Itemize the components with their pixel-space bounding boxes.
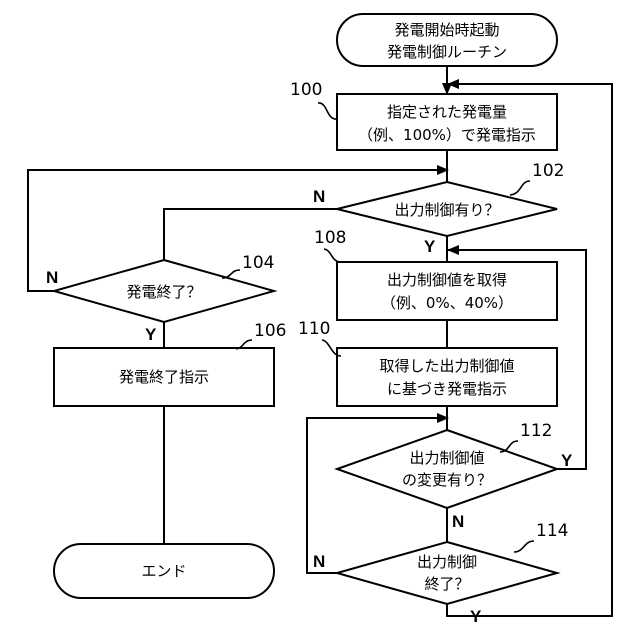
node-114-text-2: 終了？	[424, 575, 469, 593]
ref-104: 104	[242, 253, 274, 273]
node-112-text-2: の変更有り？	[402, 471, 492, 489]
node-110-text-1: 取得した出力制御値	[379, 357, 514, 375]
node-start-text-1: 発電開始時起動	[394, 21, 499, 39]
node-start-text-2: 発電制御ルーチン	[387, 43, 507, 61]
decision-shape	[337, 542, 557, 604]
node-114-text-1: 出力制御	[417, 553, 477, 571]
ref-108-leader	[324, 249, 341, 262]
branch-112-no: N	[452, 512, 464, 531]
node-102: 出力制御有り？	[337, 182, 557, 236]
node-100-text-1: 指定された発電量	[387, 103, 507, 121]
node-112: 出力制御値 の変更有り？	[337, 430, 557, 508]
ref-102: 102	[532, 161, 564, 181]
node-end-text-1: エンド	[141, 562, 186, 580]
ref-110: 110	[298, 319, 330, 339]
node-start: 発電開始時起動 発電制御ルーチン	[337, 14, 557, 66]
branch-114-no: N	[313, 552, 325, 571]
branch-102-yes: Y	[424, 237, 436, 256]
node-114: 出力制御 終了？	[337, 542, 557, 604]
node-104-text-1: 発電終了？	[126, 283, 201, 301]
branch-102-no: N	[313, 187, 325, 206]
node-108-text-1: 出力制御値を取得	[387, 271, 507, 289]
ref-106: 106	[254, 321, 286, 341]
ref-102-leader	[510, 181, 530, 195]
ref-100: 100	[290, 80, 322, 100]
branch-104-yes: Y	[145, 325, 157, 344]
node-110-text-2: に基づき発電指示	[387, 380, 507, 398]
node-102-text-1: 出力制御有り？	[394, 201, 499, 219]
branch-104-no: N	[46, 268, 58, 287]
node-108: 出力制御値を取得 （例、0%、40%）	[337, 262, 557, 320]
ref-114-leader	[514, 541, 534, 552]
branch-112-yes: Y	[561, 451, 573, 470]
ref-112: 112	[520, 421, 552, 441]
node-112-text-1: 出力制御値	[409, 449, 484, 467]
node-100-text-2: （例、100%）で発電指示	[358, 126, 536, 144]
ref-114: 114	[536, 521, 568, 541]
node-106-text-1: 発電終了指示	[119, 368, 209, 386]
node-100: 指定された発電量 （例、100%）で発電指示	[337, 94, 557, 150]
node-106: 発電終了指示	[54, 348, 274, 406]
node-104: 発電終了？	[54, 260, 274, 322]
ref-108: 108	[314, 228, 346, 248]
node-108-text-2: （例、0%、40%）	[381, 294, 513, 312]
decision-shape	[337, 430, 557, 508]
node-110: 取得した出力制御値 に基づき発電指示	[337, 348, 557, 406]
node-end: エンド	[54, 544, 274, 598]
branch-114-yes: Y	[470, 607, 482, 626]
ref-100-leader	[318, 103, 337, 119]
